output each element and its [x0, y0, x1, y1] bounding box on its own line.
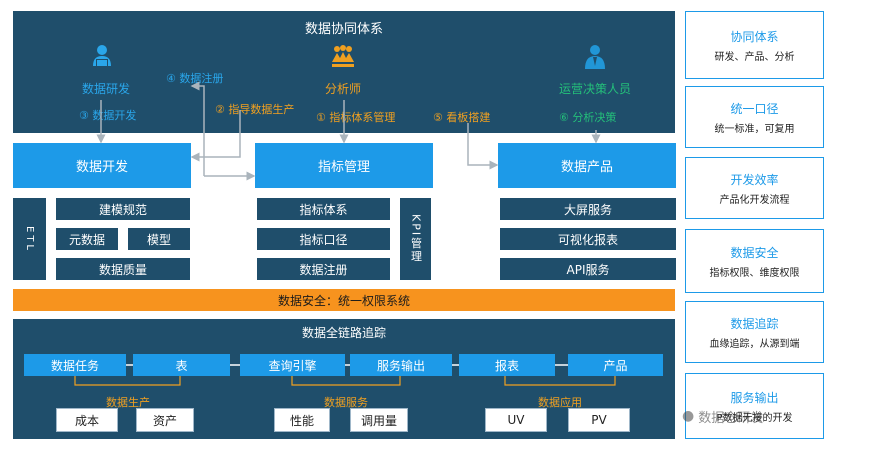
big-screen-box: 大屏服务	[500, 198, 676, 220]
visual-report-box: 可视化报表	[500, 228, 676, 250]
metadata-box: 元数据	[56, 228, 118, 250]
watermark-text: 数据仓研发	[698, 410, 764, 426]
step-metric-system-label: ① 指标体系管理	[316, 111, 396, 124]
group-application-label: 数据应用	[538, 396, 582, 409]
right-card-title: 数据安全	[730, 245, 779, 260]
metric-asset: 资产	[136, 408, 194, 432]
right-card-sub: 指标权限、维度权限	[709, 267, 800, 279]
step-decision-label: ⑥ 分析决策	[559, 111, 617, 124]
step-register-label: ④ 数据注册	[166, 72, 224, 85]
metric-definition-box: 指标口径	[257, 228, 390, 250]
chain-query-engine: 查询引擎	[240, 354, 345, 376]
metric-uv: UV	[485, 408, 547, 432]
step-develop-label: ③ 数据开发	[79, 109, 137, 122]
right-card-sub: 产品化开发流程	[719, 194, 790, 206]
right-card-sub: P数据无接的开发	[716, 412, 793, 424]
right-card-collab: 协同体系 研发、产品、分析	[685, 11, 824, 79]
group-service-label: 数据服务	[324, 396, 368, 409]
kpi-mgmt-box: KPI管理	[400, 198, 431, 280]
chain-service-output: 服务输出	[350, 354, 452, 376]
etl-box: ETL	[13, 198, 46, 280]
data-quality-box: 数据质量	[56, 258, 190, 280]
model-box: 模型	[128, 228, 190, 250]
chain-product: 产品	[568, 354, 663, 376]
metric-mgmt-header: 指标管理	[255, 143, 433, 188]
right-card-service: 服务输出 P数据无接的开发	[685, 373, 824, 439]
right-card-security: 数据安全 指标权限、维度权限	[685, 229, 824, 293]
group-production-label: 数据生产	[106, 396, 150, 409]
data-dev-header: 数据开发	[13, 143, 191, 188]
right-card-title: 服务输出	[730, 390, 779, 405]
right-card-sub: 血缘追踪，从源到端	[709, 338, 800, 350]
role-developer-label: 数据研发	[81, 82, 130, 96]
developer-icon	[90, 44, 114, 70]
metric-call-volume: 调用量	[350, 408, 408, 432]
chain-data-task: 数据任务	[24, 354, 126, 376]
trace-title: 数据全链路追踪	[301, 325, 386, 340]
metric-performance: 性能	[274, 408, 330, 432]
api-service-box: API服务	[500, 258, 676, 280]
right-card-title: 开发效率	[730, 172, 779, 187]
collaboration-title: 数据协同体系	[304, 21, 383, 37]
right-card-title: 数据追踪	[730, 316, 779, 331]
right-card-efficiency: 开发效率 产品化开发流程	[685, 157, 824, 219]
data-register-box: 数据注册	[257, 258, 390, 280]
modeling-spec-box: 建模规范	[56, 198, 190, 220]
right-card-sub: 统一标准，可复用	[714, 123, 795, 135]
role-operator-label: 运营决策人员	[558, 82, 631, 96]
right-card-title: 协同体系	[730, 29, 779, 44]
right-card-trace: 数据追踪 血缘追踪，从源到端	[685, 301, 824, 363]
step-guide-label: ② 指导数据生产	[215, 103, 295, 116]
metric-cost: 成本	[56, 408, 118, 432]
step-dashboard-label: ⑤ 看板搭建	[433, 111, 491, 124]
metric-pv: PV	[568, 408, 630, 432]
right-card-unified: 统一口径 统一标准，可复用	[685, 86, 824, 148]
metric-system-box: 指标体系	[257, 198, 390, 220]
role-analyst-label: 分析师	[324, 82, 361, 96]
chain-report: 报表	[459, 354, 555, 376]
watermark: ● 数据仓研发	[682, 402, 822, 430]
analyst-icon	[330, 44, 356, 70]
right-card-sub: 研发、产品、分析	[714, 51, 795, 63]
wechat-icon: ●	[682, 408, 695, 424]
right-card-title: 统一口径	[730, 101, 779, 116]
operator-icon	[584, 44, 606, 70]
security-bar: 数据安全：统一权限系统	[13, 289, 675, 311]
chain-table: 表	[133, 354, 230, 376]
data-product-header: 数据产品	[498, 143, 676, 188]
